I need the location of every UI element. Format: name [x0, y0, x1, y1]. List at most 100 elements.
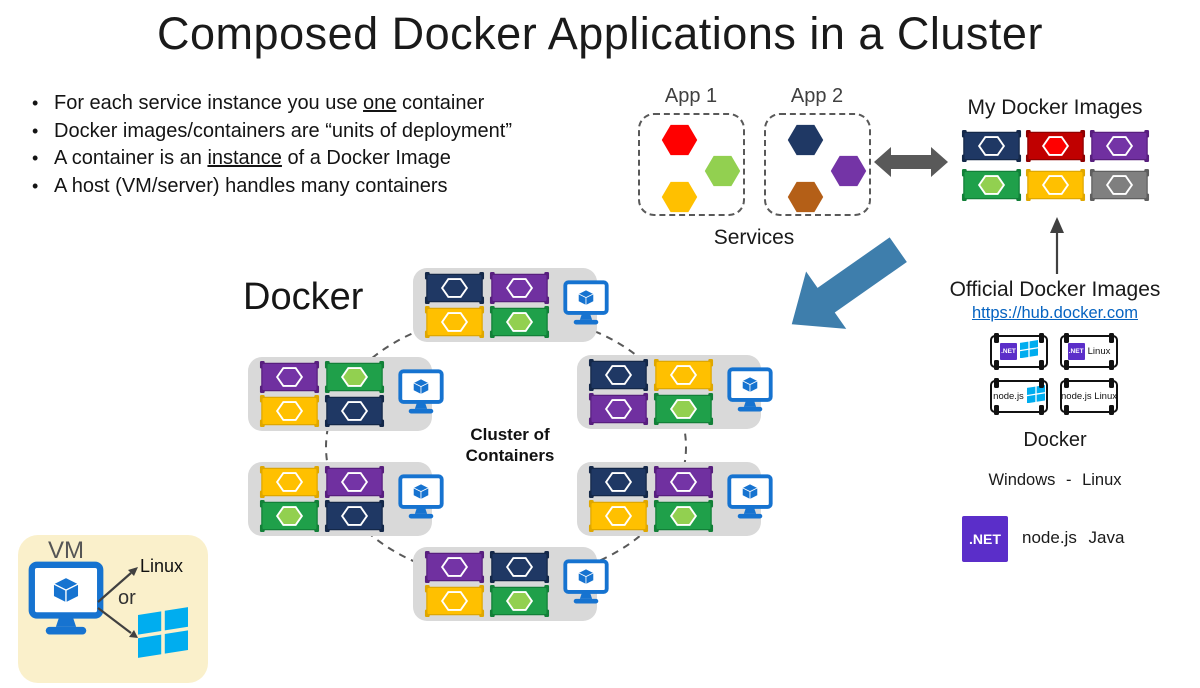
container-slot — [653, 393, 714, 425]
cluster-node-right-lower — [577, 462, 773, 536]
service-hexagon — [829, 154, 868, 188]
docker-image-container — [1089, 169, 1150, 201]
my-docker-images-title: My Docker Images — [967, 96, 1143, 119]
monitor-icon — [398, 369, 444, 414]
hexagon-icon — [661, 181, 698, 213]
windows-logo-icon — [138, 607, 188, 664]
dotnet-chip: .NET — [1000, 343, 1017, 360]
hexagon-icon — [669, 472, 698, 492]
container-icon — [324, 361, 385, 393]
app2-label: App 2 — [790, 85, 844, 107]
hexagon-icon — [340, 506, 369, 526]
cluster-node-top — [413, 268, 609, 342]
container-slot — [588, 393, 649, 425]
container-icon — [424, 306, 485, 338]
container-icon — [588, 500, 649, 532]
windows-logo-icon — [1026, 384, 1045, 403]
container-slot — [259, 500, 320, 532]
vm-host-icon — [28, 561, 104, 645]
hexagon-icon — [604, 399, 633, 419]
container-icon — [259, 466, 320, 498]
container-slot — [653, 500, 714, 532]
container-slot — [324, 500, 385, 532]
docker-image-container — [1025, 130, 1086, 162]
container-icon — [653, 393, 714, 425]
docker-image-container — [961, 169, 1022, 201]
container-icon — [424, 551, 485, 583]
service-hexagon — [786, 180, 825, 214]
hexagon-icon — [604, 506, 633, 526]
container-icon — [489, 272, 550, 304]
container-slot — [259, 466, 320, 498]
bullet-item: For each service instance you use one co… — [24, 90, 624, 118]
vm-label: VM — [48, 537, 84, 564]
container-slot — [588, 466, 649, 498]
container-icon — [424, 585, 485, 617]
host-monitor-icon — [727, 367, 773, 420]
container-icon — [1089, 130, 1150, 162]
container-slot — [489, 272, 550, 304]
docker-hub-link[interactable]: https://hub.docker.com — [971, 304, 1138, 322]
hexagon-icon — [977, 175, 1006, 195]
services-label: Services — [713, 226, 795, 249]
up-arrow-icon — [1050, 217, 1064, 274]
app2-services-box — [764, 113, 871, 216]
container-icon — [1089, 169, 1150, 201]
container-icon — [324, 466, 385, 498]
container-slot — [324, 466, 385, 498]
hexagon-icon — [275, 506, 304, 526]
bullet-list: For each service instance you use one co… — [24, 90, 624, 200]
container-slot — [324, 361, 385, 393]
hexagon-icon — [505, 312, 534, 332]
docker-image-container — [1025, 169, 1086, 201]
hexagon-icon — [830, 155, 867, 187]
hexagon-icon — [669, 506, 698, 526]
container-slot — [259, 361, 320, 393]
container-slot — [588, 359, 649, 391]
official-image-box: .NET — [990, 333, 1048, 370]
container-slot — [424, 306, 485, 338]
page-title: Composed Docker Applications in a Cluste… — [157, 8, 1043, 59]
official-docker-label: Docker — [1023, 429, 1087, 451]
official-image-box: node.js — [990, 378, 1048, 415]
service-hexagon — [660, 180, 699, 214]
host-monitor-icon — [563, 280, 609, 333]
hexagon-icon — [505, 557, 534, 577]
dotnet-badge: .NET — [962, 516, 1008, 562]
hexagon-icon — [340, 401, 369, 421]
hexagon-icon — [440, 557, 469, 577]
official-docker-images-title: Official Docker Images — [949, 278, 1161, 301]
docker-image-container — [1089, 130, 1150, 162]
hexagon-icon — [604, 365, 633, 385]
host-monitor-icon — [398, 369, 444, 422]
windows-logo-icon — [1020, 339, 1038, 364]
container-icon — [489, 306, 550, 338]
monitor-icon — [398, 474, 444, 519]
container-icon — [961, 169, 1022, 201]
hexagon-icon — [340, 472, 369, 492]
container-icon — [588, 359, 649, 391]
hexagon-icon — [440, 278, 469, 298]
container-slot — [653, 359, 714, 391]
container-slot — [489, 585, 550, 617]
bullet-item: Docker images/containers are “units of d… — [24, 118, 624, 146]
deploy-arrow-icon — [791, 237, 907, 329]
cluster-node-left-upper — [248, 357, 444, 431]
hexagon-icon — [1105, 175, 1134, 195]
container-icon — [961, 130, 1022, 162]
hexagon-icon — [275, 472, 304, 492]
container-icon — [324, 395, 385, 427]
docker-cluster-title: Docker — [243, 276, 364, 318]
hexagon-icon — [669, 399, 698, 419]
service-hexagon — [703, 154, 742, 188]
hexagon-icon — [440, 591, 469, 611]
host-monitor-icon — [563, 559, 609, 612]
monitor-icon — [563, 280, 609, 325]
hexagon-icon — [669, 365, 698, 385]
hexagon-icon — [1041, 175, 1070, 195]
container-icon — [489, 551, 550, 583]
host-monitor-icon — [727, 474, 773, 527]
bullet-item: A container is an instance of a Docker I… — [24, 145, 624, 173]
bullet-item: A host (VM/server) handles many containe… — [24, 173, 624, 201]
hexagon-icon — [704, 155, 741, 187]
